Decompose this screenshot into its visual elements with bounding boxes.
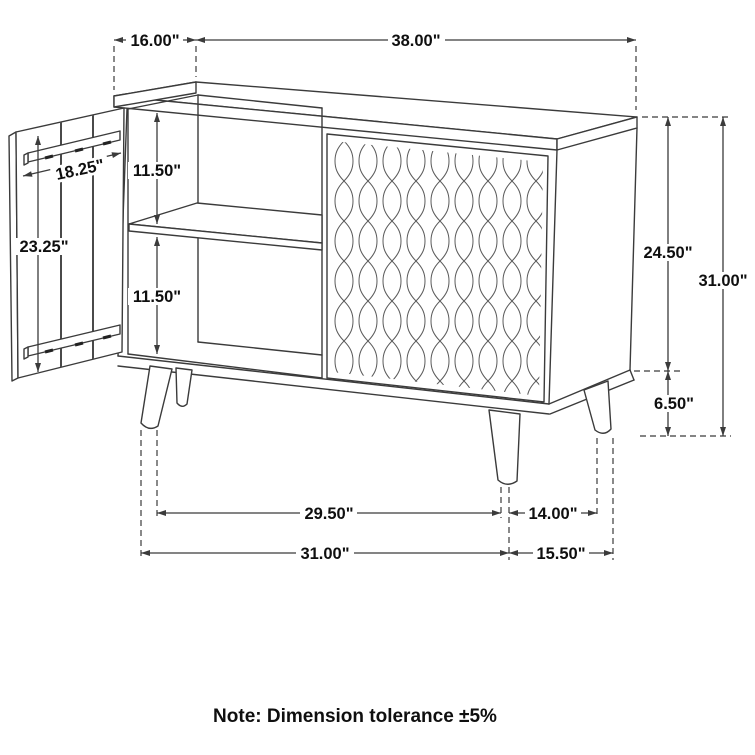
dim-door-height-label: 23.25": [19, 238, 68, 256]
dimension-annotations: 16.00" 38.00" 18.25": [15, 31, 752, 563]
cabinet-drawing: [8, 81, 638, 485]
dim-lower-compartment: 11.50": [128, 237, 185, 354]
dim-door-height: 23.25": [15, 136, 73, 372]
dim-total-height: 31.00": [694, 117, 752, 436]
door-batten-lower: [23, 324, 121, 360]
dim-top-depth: 16.00": [114, 31, 196, 50]
dim-leg-height: 6.50": [650, 371, 698, 436]
front-right-leg: [488, 409, 521, 485]
tolerance-note: Note: Dimension tolerance ±5%: [213, 706, 497, 727]
back-right-leg: [583, 380, 612, 434]
extension-lines: [113, 46, 731, 560]
dim-base-depth-label: 15.50": [536, 545, 585, 563]
dim-base-width: 31.00": [141, 544, 509, 563]
dim-leg-height-label: 6.50": [654, 395, 694, 413]
dim-base-width-label: 31.00": [300, 545, 349, 563]
dim-side-leg-span: 14.00": [509, 504, 597, 523]
dim-lower-compartment-label: 11.50": [133, 288, 181, 306]
dim-front-leg-span: 29.50": [157, 504, 501, 523]
dim-front-leg-span-label: 29.50": [304, 505, 353, 523]
pattern-door: [326, 133, 549, 403]
dim-base-depth: 15.50": [509, 544, 613, 563]
door-batten-upper: [23, 130, 121, 166]
dim-upper-compartment: 11.50": [128, 113, 185, 224]
dim-body-height: 24.50": [639, 117, 697, 371]
front-left-leg: [140, 365, 173, 430]
shelf: [128, 202, 323, 251]
ogee-lattice-pattern: [332, 141, 543, 396]
dim-upper-compartment-label: 11.50": [133, 162, 181, 180]
dim-top-width: 38.00": [196, 31, 636, 50]
dim-total-height-label: 31.00": [698, 272, 747, 290]
cabinet-top-panel: [113, 81, 638, 151]
legs: [140, 365, 612, 485]
dim-top-depth-label: 16.00": [130, 32, 179, 50]
dim-body-height-label: 24.50": [643, 244, 692, 262]
cabinet-right-side: [548, 127, 638, 415]
dim-side-leg-span-label: 14.00": [528, 505, 577, 523]
back-left-leg: [175, 367, 193, 407]
dim-top-width-label: 38.00": [391, 32, 440, 50]
